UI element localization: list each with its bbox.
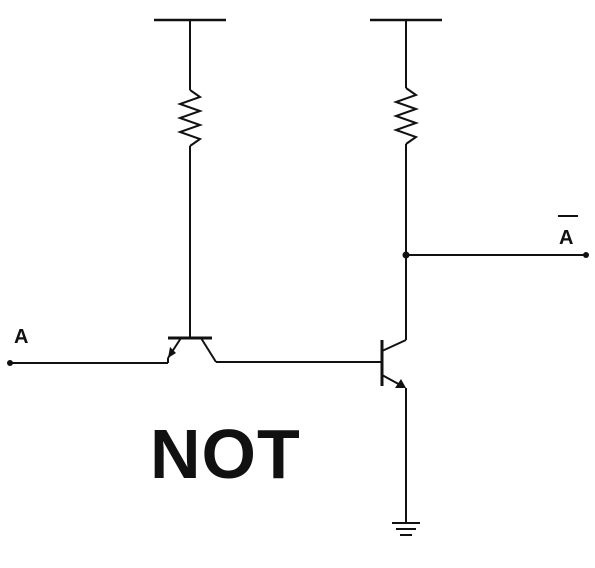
ground-symbol xyxy=(392,522,420,536)
output-terminal xyxy=(583,252,589,258)
transistor-input-inverted xyxy=(167,335,217,363)
gate-title: NOT xyxy=(150,415,301,493)
resistor-right xyxy=(392,87,420,145)
transistor-output xyxy=(380,339,407,388)
output-label: A xyxy=(559,227,573,249)
input-terminal xyxy=(7,360,13,366)
resistor-left xyxy=(176,89,204,147)
input-label: A xyxy=(14,326,28,348)
